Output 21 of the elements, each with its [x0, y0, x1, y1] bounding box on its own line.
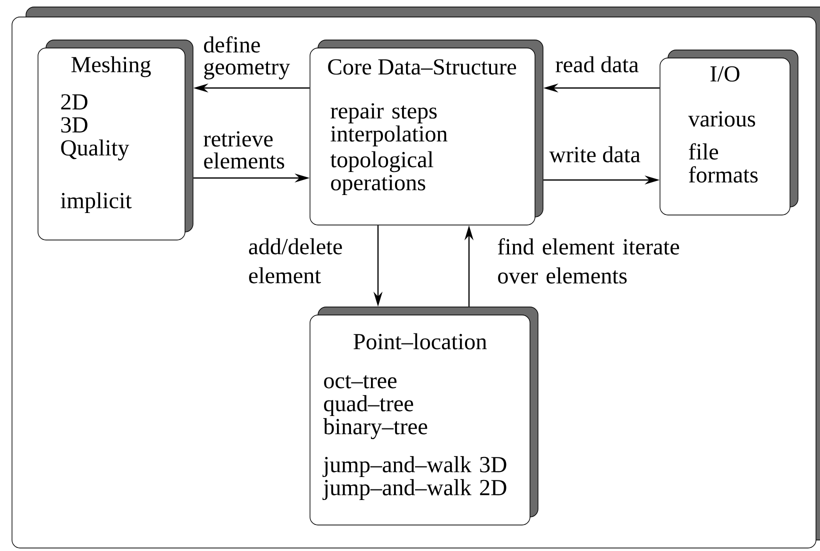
box-text: file formats — [688, 143, 758, 183]
edge-label: write data — [549, 146, 640, 162]
module-box — [38, 40, 194, 240]
box-text: oct–tree quad–tree binary–tree — [323, 375, 428, 440]
box-text: topological operations — [330, 151, 434, 196]
edge-label: retrieve elements — [204, 131, 284, 169]
box-text: implicit — [60, 192, 132, 214]
box-title: Point–location — [354, 333, 487, 350]
edge-label: define geometry — [204, 36, 290, 80]
box-text: jump–and–walk 3D jump–and–walk 2D — [322, 456, 506, 500]
box-text: various — [688, 111, 756, 127]
box-title: Core Data–Structure — [328, 59, 516, 75]
module-box — [310, 306, 538, 526]
edge-label: read data — [556, 56, 639, 72]
module-box — [660, 50, 798, 216]
box-title: I/O — [710, 66, 740, 82]
module-box — [310, 40, 544, 226]
edge-label: find element iterate over elements — [498, 238, 680, 284]
box-text: 2D 3D Quality — [61, 94, 130, 160]
edge-label: add/delete element — [249, 238, 342, 284]
box-title: Meshing — [71, 56, 151, 78]
